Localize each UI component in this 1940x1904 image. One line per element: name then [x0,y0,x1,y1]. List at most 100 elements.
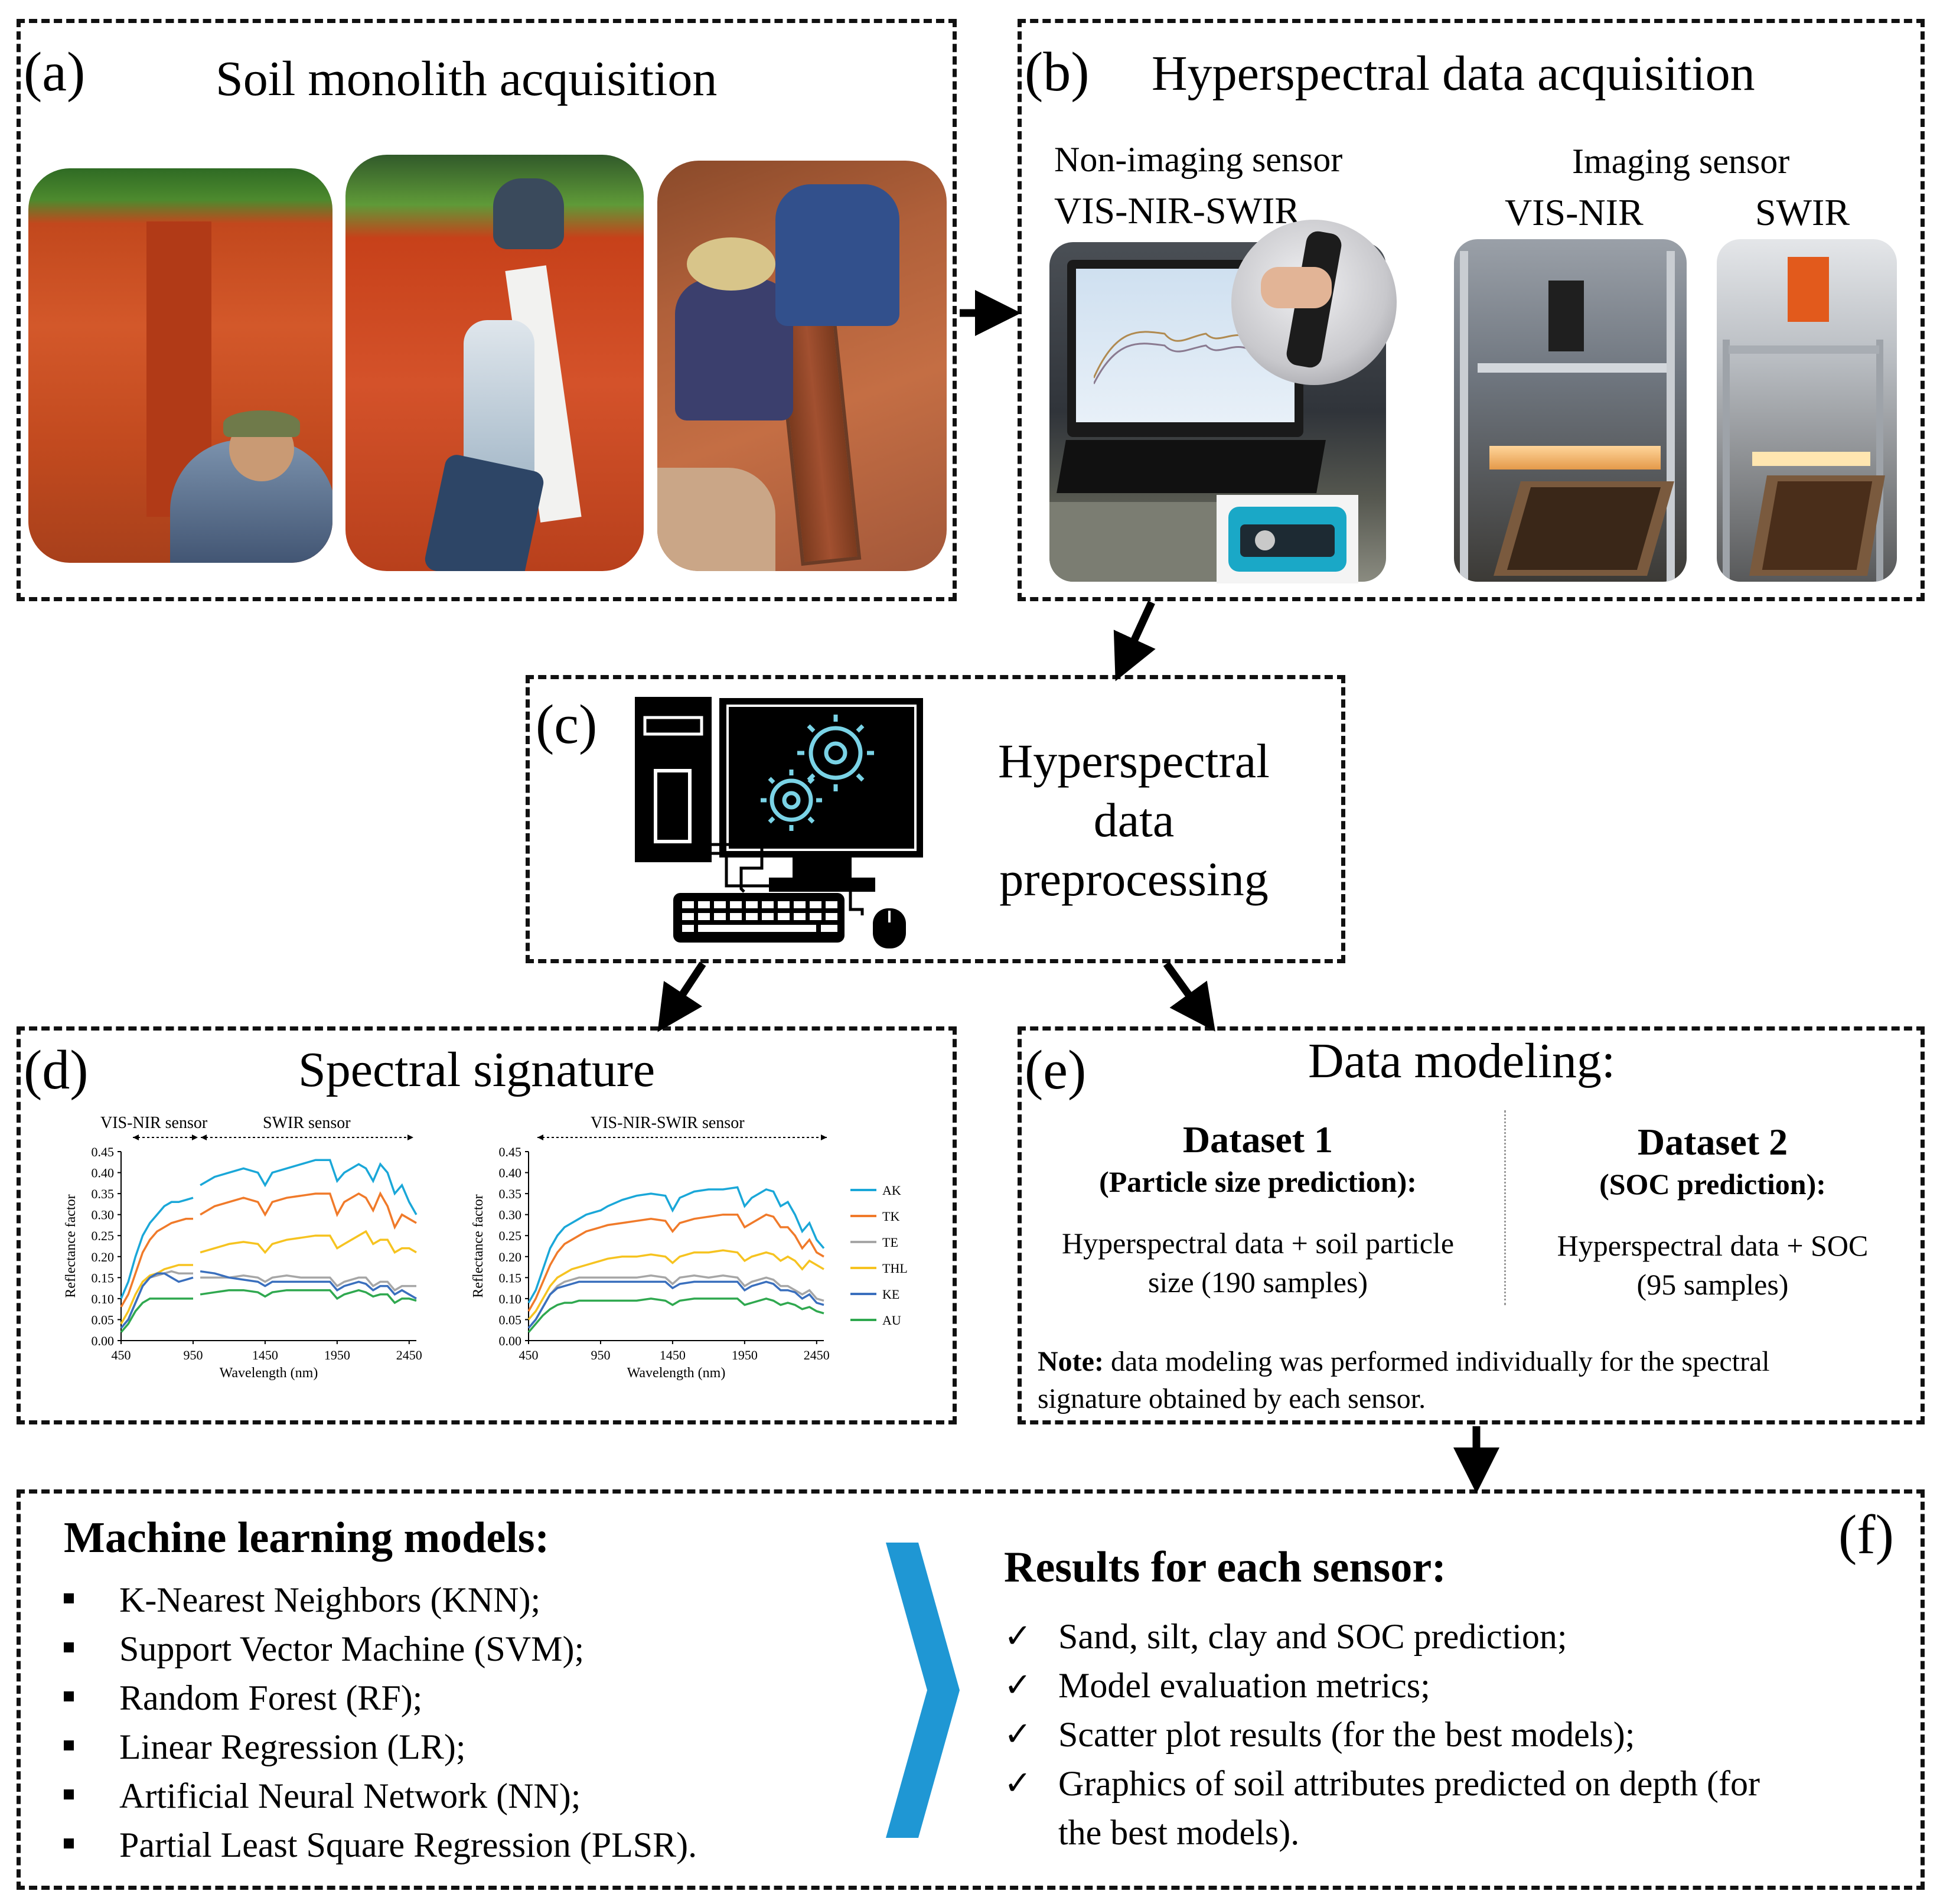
note-text-1: data modeling was performed individually… [1110,1346,1770,1377]
non-imaging-sensor-type: VIS-NIR-SWIR [1054,190,1300,232]
model-item: Support Vector Machine (SVM); [64,1625,697,1674]
panel-e-title: Data modeling: [1308,1033,1616,1088]
note-text-2: signature obtained by each sensor. [1038,1383,1426,1414]
note-line1: Note: data modeling was performed indivi… [1038,1344,1770,1380]
y-tick-label: 0.05 [92,1312,115,1327]
x-tick-label: 1450 [660,1348,686,1362]
y-axis-label: Reflectance factor [63,1194,79,1297]
y-tick-label: 0.25 [499,1228,522,1243]
panel-a-title: Soil monolith acquisition [216,51,718,106]
y-tick-label: 0.15 [92,1270,115,1285]
y-tick-label: 0.20 [92,1250,115,1264]
series-line-ak [200,1159,418,1215]
legend-label: KE [882,1287,899,1302]
series-line-ke [120,1272,194,1329]
imaging-vis-nir-label: VIS-NIR [1505,191,1644,233]
x-tick-label: 1450 [252,1348,278,1362]
panel-e-letter: (e) [1025,1039,1087,1101]
series-line-ak [527,1186,825,1303]
panel-d-title: Spectral signature [298,1042,656,1097]
y-tick-label: 0.45 [499,1145,522,1159]
legend-label: TE [882,1235,898,1250]
panel-c-line1: Hyperspectral [998,734,1270,788]
y-tick-label: 0.40 [499,1166,522,1181]
result-item: ✓Sand, silt, clay and SOC prediction; [1004,1612,1760,1661]
soil-profile-photo-2 [345,155,644,571]
ml-models-list: K-Nearest Neighbors (KNN); Support Vecto… [64,1576,697,1870]
y-tick-label: 0.00 [499,1334,522,1348]
soil-profile-photo-3 [657,161,947,571]
panel-f-letter: (f) [1838,1504,1894,1566]
x-tick-label: 1950 [324,1348,350,1362]
bullet-icon [64,1838,74,1848]
check-icon: ✓ [1004,1667,1032,1704]
y-tick-label: 0.25 [92,1228,115,1243]
arrow-b-to-c [1113,601,1156,682]
result-item: ✓Model evaluation metrics; [1004,1661,1760,1710]
y-tick-label: 0.05 [499,1312,522,1327]
note-label: Note: [1038,1346,1104,1377]
swir-imaging-photo [1717,239,1897,582]
vis-nir-imaging-photo [1454,239,1687,582]
series-line-te [200,1274,416,1292]
dataset-divider [1504,1110,1506,1305]
non-imaging-sensor-label: Non-imaging sensor [1054,140,1343,179]
y-tick-label: 0.20 [499,1250,522,1264]
panel-c-line3: preprocessing [999,852,1269,906]
series-line-au [120,1297,193,1333]
chart-right: 0.000.050.100.150.200.250.300.350.400.45… [471,1145,830,1381]
x-tick-label: 950 [183,1348,203,1362]
bullet-icon [64,1740,74,1750]
tower-icon [635,697,712,862]
y-tick-label: 0.10 [499,1292,522,1306]
panel-a-letter: (a) [24,41,86,103]
x-axis-label: Wavelength (nm) [627,1365,726,1381]
vis-nir-sensor-label: VIS-NIR sensor [100,1114,208,1132]
dataset-1-line1: Hyperspectral data + soil particle [1061,1227,1455,1260]
dataset-1-line2: size (190 samples) [1147,1266,1368,1299]
legend-label: AU [882,1313,901,1328]
y-tick-label: 0.35 [92,1186,115,1201]
y-tick-label: 0.40 [92,1166,115,1181]
soil-profile-photo-1 [28,168,332,563]
imaging-swir-label: SWIR [1755,191,1850,233]
panel-b-title: Hyperspectral data acquisition [1152,46,1755,101]
bullet-icon [64,1691,74,1701]
check-icon: ✓ [1004,1765,1032,1802]
series-line-ke [200,1270,417,1300]
laptop-screen-spectra [1094,331,1271,384]
legend-label: THL [882,1261,908,1276]
bullet-icon [64,1642,74,1652]
full-sensor-label: VIS-NIR-SWIR sensor [591,1114,745,1132]
spectral-signature-charts: 0.00 0.05 0.10 0.15 0.20 0.25 0.30 0.35 0.40 0.45… [63,1114,908,1381]
x-tick-label: 950 [591,1348,610,1362]
bullet-icon [64,1789,74,1799]
y-tick-label: 0.30 [92,1208,115,1222]
chart-left: 0.000.050.100.150.200.250.300.350.400.45… [63,1145,422,1381]
model-item: Linear Regression (LR); [64,1723,697,1772]
panel-e [1018,1026,1925,1424]
panel-c-letter: (c) [536,694,598,755]
series-line-tk [200,1191,417,1230]
x-axis-label: Wavelength (nm) [220,1365,318,1381]
chevron-right-icon [886,1543,960,1838]
computer-icon [635,697,923,948]
series-line-te [527,1274,824,1329]
probe-photo [1231,220,1397,385]
x-tick-label: 450 [112,1348,131,1362]
panel-d-letter: (d) [24,1039,89,1101]
monitor-icon [719,698,923,858]
series-line-tk [527,1213,824,1312]
y-tick-label: 0.10 [92,1292,115,1306]
result-item-continued: the best models). [1058,1813,1300,1852]
dataset-2-line1: Hyperspectral data + SOC [1557,1229,1869,1262]
dataset-2-subtitle: (SOC prediction): [1599,1168,1826,1201]
panel-c-line2: data [1093,793,1175,847]
gears-icon [761,715,874,831]
y-tick-label: 0.15 [499,1270,522,1285]
arrow-c-to-d [657,961,706,1032]
check-icon: ✓ [1004,1716,1032,1753]
dataset-1-subtitle: (Particle size prediction): [1099,1165,1417,1198]
